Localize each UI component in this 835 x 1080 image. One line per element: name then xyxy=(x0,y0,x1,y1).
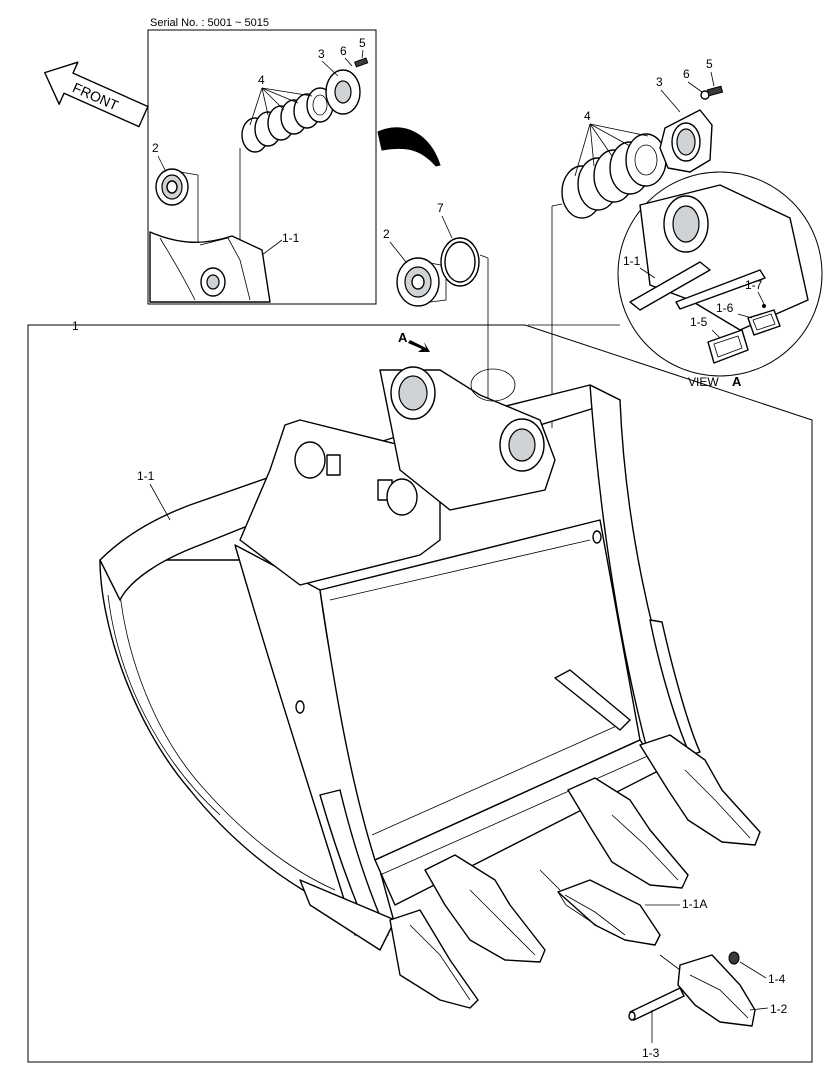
inset-bolt xyxy=(354,57,369,68)
label-4-inset: 4 xyxy=(258,73,265,87)
inset-frame xyxy=(147,29,377,305)
view-pin-1-7 xyxy=(762,304,766,308)
left-boss-plate xyxy=(239,419,441,586)
label-6-inset: 6 xyxy=(340,44,347,58)
tooth-2 xyxy=(424,854,546,963)
label-5-inset: 5 xyxy=(359,36,366,50)
inset-cover xyxy=(325,69,361,115)
label-1-main: 1 xyxy=(72,319,79,333)
label-3-inset: 3 xyxy=(318,47,325,61)
inset-bucket-boss xyxy=(149,231,271,303)
label-2-inset: 2 xyxy=(152,141,159,155)
label-4-main: 4 xyxy=(584,109,591,123)
exploded-tooth xyxy=(677,954,756,1027)
transition-arrow xyxy=(377,127,441,167)
main-shims xyxy=(561,133,667,219)
view-shim-1-5 xyxy=(707,329,749,364)
boss-detail-circle xyxy=(470,368,516,402)
label-5-main: 5 xyxy=(706,57,713,71)
label-2-main: 2 xyxy=(383,227,390,241)
exploded-adapter xyxy=(557,879,661,946)
label-1-6: 1-6 xyxy=(716,301,734,315)
label-1-1-bucket: 1-1 xyxy=(137,469,155,483)
front-arrow-shape xyxy=(44,61,149,128)
main-bushing xyxy=(396,257,447,307)
tooth-3 xyxy=(567,777,689,889)
view-shim-1-6 xyxy=(747,309,781,336)
inset-shims xyxy=(241,87,334,153)
exploded-lock xyxy=(728,951,740,965)
inset-bushing xyxy=(155,168,199,265)
main-bolt xyxy=(706,85,724,97)
label-1-1-inset: 1-1 xyxy=(282,231,300,245)
label-6-main: 6 xyxy=(683,67,690,81)
serial-inset: Serial No. : 5001 ~ 5015 2 4 xyxy=(147,17,377,305)
label-3-main: 3 xyxy=(656,75,663,89)
label-1-1A: 1-1A xyxy=(682,897,707,911)
label-1-5: 1-5 xyxy=(690,315,708,329)
view-a-arrow: A xyxy=(398,330,430,352)
main-assembly-frame: 1 xyxy=(27,319,813,1063)
label-1-3: 1-3 xyxy=(642,1046,660,1060)
label-1-4: 1-4 xyxy=(768,972,786,986)
label-7: 7 xyxy=(437,201,444,215)
tooth-4 xyxy=(639,734,761,846)
main-exploded-parts: 2 7 4 3 xyxy=(383,57,724,450)
bucket-body xyxy=(99,366,701,951)
main-oring xyxy=(440,237,480,287)
arrow-a-letter: A xyxy=(398,330,408,345)
view-label: VIEW xyxy=(688,375,719,389)
main-cover xyxy=(659,109,713,173)
view-a-detail: 1-1 1-5 1-6 1-7 VIEW A xyxy=(528,171,823,389)
view-letter: A xyxy=(732,374,742,389)
tooth-1 xyxy=(389,909,479,1009)
exploded-pin xyxy=(628,987,685,1021)
label-1-1-view: 1-1 xyxy=(623,254,641,268)
label-1-7: 1-7 xyxy=(745,278,763,292)
bucket-teeth: 1-1A 1-2 1-4 1-3 xyxy=(389,734,788,1060)
front-arrow: FRONT xyxy=(44,61,149,128)
label-1-2: 1-2 xyxy=(770,1002,788,1016)
serial-note: Serial No. : 5001 ~ 5015 xyxy=(150,17,269,29)
